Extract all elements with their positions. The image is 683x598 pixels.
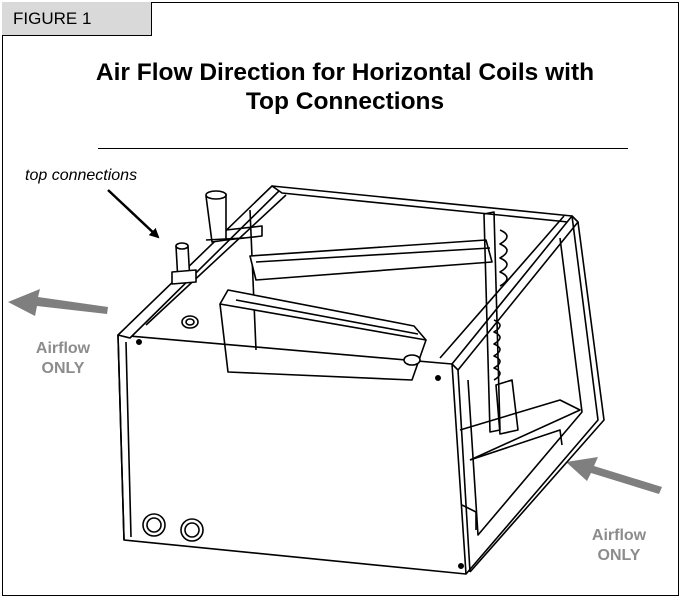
title-line-1: Air Flow Direction for Horizontal Coils … [95,59,595,86]
airflow-right-label: Airflow ONLY [574,526,664,566]
airflow-right-line1: Airflow [591,527,647,544]
airflow-right-line2: ONLY [597,547,641,564]
cabinet [117,185,605,575]
figure-title: Air Flow Direction for Horizontal Coils … [40,58,650,116]
callout-arrow [107,189,160,239]
top-connections-label: top connections [25,167,138,184]
airflow-left-line1: Airflow [35,340,91,357]
title-line-2: Top Connections [245,88,445,115]
airflow-left-label: Airflow ONLY [18,339,108,379]
title-rule [98,148,628,149]
figure-label: FIGURE 1 [2,2,152,36]
airflow-right-arrow [566,457,662,494]
airflow-left-arrow [8,289,108,316]
airflow-left-line2: ONLY [41,360,85,377]
